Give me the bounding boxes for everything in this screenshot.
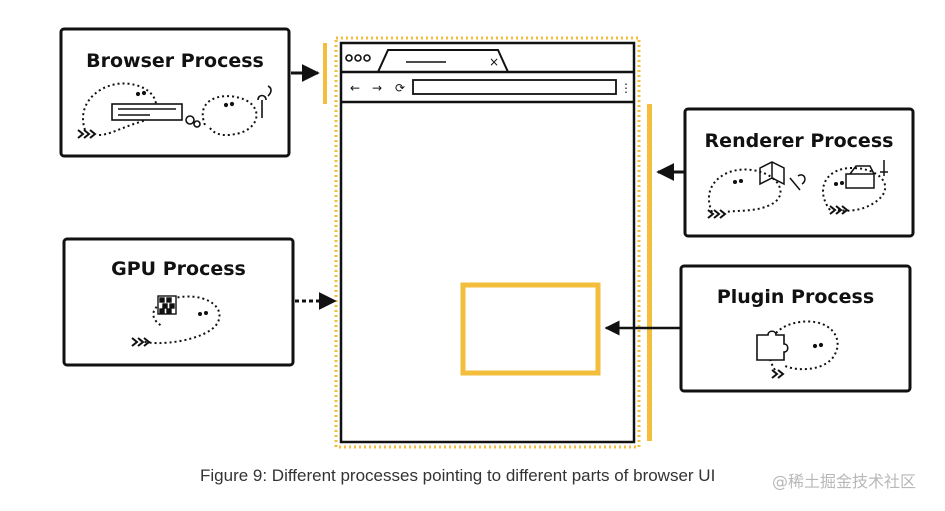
tab-close-icon: × — [489, 55, 499, 69]
plugin-process-icons — [756, 330, 824, 379]
plugin-process-box — [679, 264, 912, 393]
window-control-dot — [354, 54, 362, 62]
puzzle-piece-icon — [756, 330, 789, 361]
back-icon: ← — [350, 81, 360, 95]
plugin-content-area — [460, 282, 601, 376]
router-icon — [111, 103, 183, 121]
renderer-process-icons — [707, 160, 888, 219]
watermark: @稀土掘金技术社区 — [772, 472, 917, 491]
menu-icon: ⋮ — [620, 81, 632, 95]
car-icon — [845, 173, 875, 189]
doodle-path — [82, 82, 157, 136]
window-control-dot — [363, 54, 371, 62]
doodle-path — [822, 166, 887, 212]
plugin-process-title: Plugin Process — [716, 286, 875, 308]
reload-icon: ⟳ — [395, 81, 405, 95]
book-icon — [759, 161, 785, 186]
browser-window-dotted-highlight — [334, 36, 641, 449]
gpu-process-title: GPU Process — [111, 258, 246, 280]
forward-icon: → — [372, 81, 382, 95]
renderer-process-box — [683, 107, 915, 238]
doodle-path — [139, 295, 221, 345]
figure-caption: Figure 9: Different processes pointing t… — [200, 466, 716, 485]
renderer-process-doodles — [707, 166, 887, 213]
browser-process-title: Browser Process — [86, 50, 264, 72]
gpu-process-box — [62, 237, 295, 367]
renderer-process-title: Renderer Process — [704, 130, 894, 152]
doodle-path — [201, 95, 258, 137]
browser-ui-highlight-bar — [323, 43, 327, 104]
browser-window-frame — [339, 41, 636, 444]
antenna-icon — [257, 85, 272, 118]
browser-process-box — [59, 27, 291, 158]
gpu-process-doodles — [139, 295, 221, 345]
browser-process-doodles — [82, 82, 258, 137]
window-control-dot — [345, 54, 353, 62]
doodle-path — [707, 168, 782, 213]
browser-window: × ← → ⟳ ⋮ — [334, 36, 641, 449]
browser-tab — [377, 49, 509, 73]
browser-process-icons — [77, 85, 272, 139]
renderer-highlight-bar — [647, 104, 652, 441]
address-bar — [412, 79, 617, 95]
gpu-process-icons — [131, 295, 208, 347]
guitar-icon — [789, 174, 806, 191]
